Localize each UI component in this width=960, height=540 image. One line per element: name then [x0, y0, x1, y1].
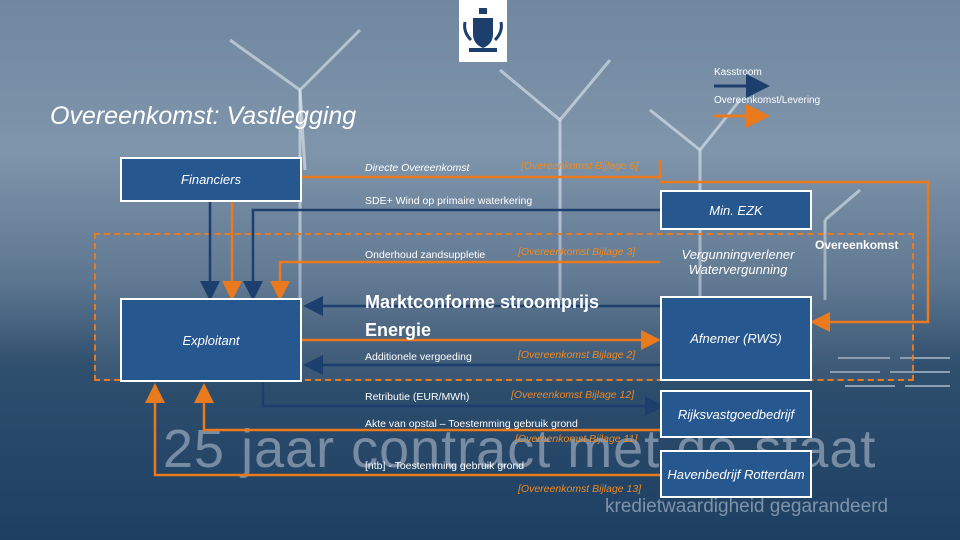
akte-label: Akte van opstal – Toestemming gebruik gr… [365, 418, 578, 430]
min-ezk-box: Min. EZK [660, 190, 812, 230]
sde-label: SDE+ Wind op primaire waterkering [365, 195, 532, 207]
onderhoud-label: Onderhoud zandsuppletie [365, 249, 485, 261]
exploitant-box: Exploitant [120, 298, 302, 382]
overeenkomst-side-label: Overeenkomst [815, 238, 898, 252]
onderhoud-ref-label: [Overeenkomst Bijlage 3] [518, 246, 635, 258]
marktconform-label: Marktconforme stroomprijs [365, 292, 599, 313]
retributie-ref-label: [Overeenkomst Bijlage 12] [511, 389, 634, 401]
vergunningverlener-box: Vergunningverlener Watervergunning [662, 247, 814, 277]
additionele-ref-label: [Overeenkomst Bijlage 2] [518, 349, 635, 361]
havenbedrijf-box: Havenbedrijf Rotterdam [660, 450, 812, 498]
financiers-box: Financiers [120, 157, 302, 202]
additionele-label: Additionele vergoeding [365, 351, 472, 363]
akte-ref-label: [Overeenkomst Bijlage 11] [515, 433, 637, 445]
directe-ref-label: [Overeenkomst Bijlage 6] [521, 160, 638, 172]
ntb-label: [ntb] - Toestemming gebruik grond [365, 460, 524, 472]
directe-overeenkomst-label: Directe Overeenkomst [365, 162, 469, 174]
rijksvastgoedbedrijf-box: Rijksvastgoedbedrijf [660, 390, 812, 438]
ntb-ref-label: [Overeenkomst Bijlage 13] [518, 483, 641, 495]
energie-label: Energie [365, 320, 431, 341]
afnemer-box: Afnemer (RWS) [660, 296, 812, 381]
retributie-label: Retributie (EUR/MWh) [365, 391, 469, 403]
